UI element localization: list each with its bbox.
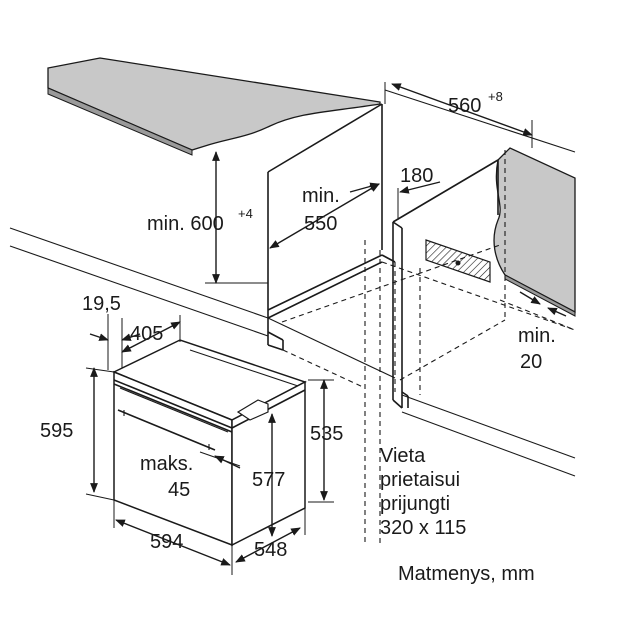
label-min-550-b: 550 <box>304 213 337 235</box>
units-caption: Matmenys, mm <box>398 563 535 585</box>
label-min-20-b: 20 <box>520 351 542 373</box>
label-560: 560 <box>448 95 481 117</box>
label-min-20-a: min. <box>518 325 556 347</box>
countertop-left <box>47 57 381 156</box>
cabinet-niche <box>267 103 396 379</box>
connection-box <box>425 239 491 283</box>
label-560-tolerance: +8 <box>488 89 503 104</box>
label-577: 577 <box>252 469 285 491</box>
label-594: 594 <box>150 531 183 553</box>
label-vieta-2: prietaisui <box>380 469 460 491</box>
label-405: 405 <box>130 323 163 345</box>
label-595: 595 <box>40 420 73 442</box>
label-548: 548 <box>254 539 287 561</box>
label-min-550-a: min. <box>302 185 340 207</box>
label-min-600: min. 600 <box>147 213 224 235</box>
label-600-tolerance: +4 <box>238 206 253 221</box>
dimension-labels: 560 +8 min. 600 +4 min. 550 180 19,5 405… <box>40 89 556 585</box>
label-maks-b: 45 <box>168 479 190 501</box>
label-vieta-1: Vieta <box>380 445 426 467</box>
label-535: 535 <box>310 423 343 445</box>
cabinet-side-panel <box>392 159 499 409</box>
countertop-right <box>493 147 576 317</box>
label-maks-a: maks. <box>140 453 193 475</box>
label-vieta-3: prijungti <box>380 493 450 515</box>
oven <box>112 339 307 547</box>
label-180: 180 <box>400 165 433 187</box>
dimension-lines <box>85 82 567 575</box>
label-19-5: 19,5 <box>82 293 121 315</box>
label-vieta-4: 320 x 115 <box>380 517 466 539</box>
